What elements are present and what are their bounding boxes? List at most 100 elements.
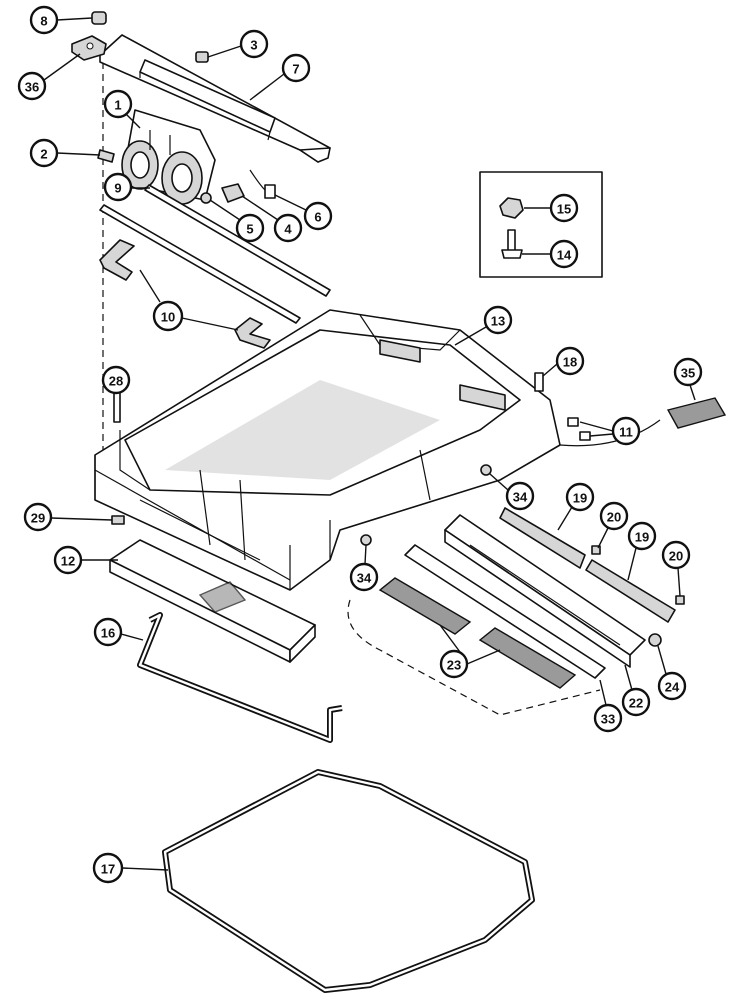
callout-circle bbox=[565, 482, 595, 512]
callout-circle bbox=[593, 703, 623, 733]
callout-circle bbox=[673, 357, 703, 387]
callout-circle bbox=[152, 300, 184, 332]
connector-part-4 bbox=[221, 183, 245, 203]
callout-29: 29 bbox=[23, 502, 53, 532]
callout-number: 34 bbox=[357, 571, 372, 586]
leader-line-10-secondary bbox=[181, 317, 239, 331]
seal-part-16 bbox=[137, 612, 343, 743]
callout-circle bbox=[661, 540, 691, 570]
leader-line-11 bbox=[579, 421, 614, 432]
callout-circle bbox=[627, 521, 657, 551]
callout-number: 6 bbox=[314, 210, 321, 225]
bolt-part-28 bbox=[113, 391, 121, 423]
leader-line-3 bbox=[207, 45, 242, 58]
leader-line-7 bbox=[249, 73, 285, 101]
leader-line-24 bbox=[657, 645, 667, 675]
callout-number: 3 bbox=[250, 38, 257, 53]
stud-part-18 bbox=[534, 372, 544, 392]
foam-block-part-35 bbox=[666, 397, 727, 429]
clip-part-36 bbox=[71, 35, 107, 61]
callout-number: 16 bbox=[101, 626, 115, 641]
callout-number: 7 bbox=[292, 62, 299, 77]
callout-19: 19 bbox=[627, 521, 657, 551]
gasket-part-17 bbox=[162, 769, 535, 993]
callout-number: 9 bbox=[114, 181, 121, 196]
callout-circle bbox=[23, 502, 53, 532]
callout-9: 9 bbox=[103, 172, 133, 202]
callout-circle bbox=[92, 852, 124, 884]
leader-line-33 bbox=[599, 679, 607, 706]
callout-number: 22 bbox=[629, 696, 643, 711]
callout-14: 14 bbox=[549, 239, 579, 269]
callout-circle bbox=[53, 545, 83, 575]
leader-line-20 bbox=[677, 567, 681, 597]
callout-number: 17 bbox=[101, 862, 115, 877]
callout-circle bbox=[17, 71, 47, 101]
callout-number: 23 bbox=[447, 658, 461, 673]
callout-circle bbox=[549, 193, 579, 223]
callout-17: 17 bbox=[92, 852, 124, 884]
callout-circle bbox=[103, 172, 133, 202]
callout-20: 20 bbox=[661, 540, 691, 570]
callout-number: 18 bbox=[563, 355, 577, 370]
callout-circle bbox=[657, 671, 687, 701]
leader-line-4 bbox=[241, 195, 279, 221]
callout-circle bbox=[621, 687, 651, 717]
leader-line-5 bbox=[209, 199, 241, 221]
callout-11: 11 bbox=[611, 416, 641, 446]
leader-line-34 bbox=[364, 544, 367, 565]
callout-circle bbox=[93, 617, 123, 647]
leader-line-20 bbox=[597, 527, 609, 549]
callout-number: 12 bbox=[61, 554, 75, 569]
callout-18: 18 bbox=[555, 346, 585, 376]
callout-number: 8 bbox=[40, 14, 47, 29]
callout-circle bbox=[281, 53, 311, 83]
leader-line-2 bbox=[56, 152, 101, 156]
rod-part-9 bbox=[99, 184, 331, 324]
callout-circle bbox=[505, 481, 535, 511]
callout-33: 33 bbox=[593, 703, 623, 733]
callout-12: 12 bbox=[53, 545, 83, 575]
leader-line-1 bbox=[125, 113, 141, 129]
grille-part-19 bbox=[499, 507, 676, 623]
callout-circle bbox=[235, 213, 265, 243]
nut-part-8 bbox=[91, 11, 107, 25]
callout-number: 28 bbox=[109, 374, 123, 389]
leader-line-22 bbox=[624, 664, 633, 691]
leader-line-19 bbox=[627, 547, 637, 581]
callout-circle bbox=[101, 365, 131, 395]
callout-5: 5 bbox=[235, 213, 265, 243]
callout-34: 34 bbox=[505, 481, 535, 511]
callout-1: 1 bbox=[103, 89, 133, 119]
callout-number: 29 bbox=[31, 511, 45, 526]
callout-circle bbox=[29, 5, 59, 35]
filter-pad-part-23 bbox=[378, 577, 577, 689]
fastener-part-5 bbox=[200, 192, 212, 204]
leader-line-13 bbox=[454, 326, 487, 346]
callout-36: 36 bbox=[17, 71, 47, 101]
leader-line-16 bbox=[120, 633, 144, 641]
leader-line-18 bbox=[542, 363, 558, 377]
callout-15: 15 bbox=[549, 193, 579, 223]
blower-mounting-plate bbox=[99, 34, 331, 163]
callout-circle bbox=[549, 239, 579, 269]
leader-line-35 bbox=[689, 384, 696, 401]
callout-8: 8 bbox=[29, 5, 59, 35]
leader-line-19 bbox=[557, 506, 573, 531]
filter-tray-part-12 bbox=[109, 539, 316, 663]
callout-3: 3 bbox=[239, 29, 269, 59]
leader-line-34 bbox=[489, 473, 509, 491]
leader-line-23 bbox=[439, 624, 461, 653]
callout-13: 13 bbox=[483, 305, 513, 335]
callout-35: 35 bbox=[673, 357, 703, 387]
callout-number: 20 bbox=[669, 549, 683, 564]
callout-number: 35 bbox=[681, 366, 695, 381]
callout-circle bbox=[611, 416, 641, 446]
leader-line-8 bbox=[56, 17, 93, 21]
leader-line-6 bbox=[274, 194, 307, 211]
callout-19: 19 bbox=[565, 482, 595, 512]
callout-number: 13 bbox=[491, 314, 505, 329]
callout-16: 16 bbox=[93, 617, 123, 647]
